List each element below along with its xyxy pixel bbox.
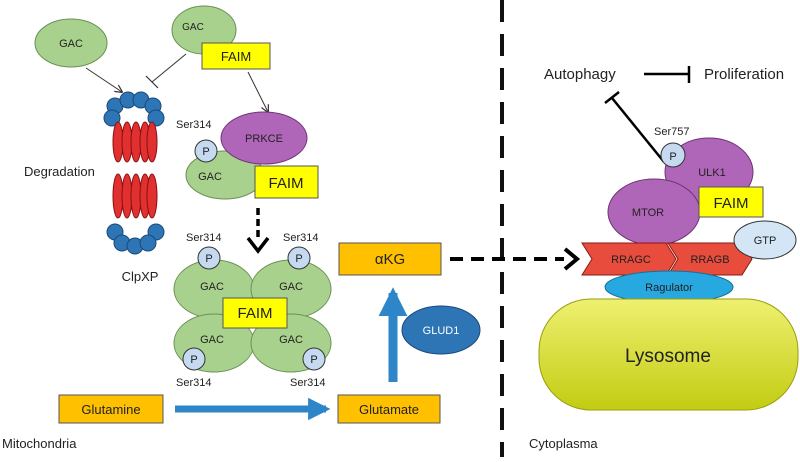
region-label-cytoplasma: Cytoplasma — [529, 436, 598, 451]
faim-right-label: FAIM — [713, 195, 748, 212]
inhibit-bar — [604, 91, 620, 104]
inhibit-faim-on-clpxp — [151, 53, 187, 83]
phospho-site — [197, 246, 221, 270]
ragulator-label: Ragulator — [645, 282, 693, 294]
mtor-protein: MTOR — [607, 178, 701, 246]
ser314-label: Ser314 — [176, 377, 211, 389]
glud1-enzyme: GLUD1 — [401, 305, 481, 355]
glud1-label: GLUD1 — [423, 325, 460, 337]
prkce-label: PRKCE — [245, 133, 283, 145]
gac-top-label: GAC — [182, 22, 204, 33]
gac-tetramer: GAC GAC GAC GAC FAIM P P P P Ser314 Ser3… — [173, 232, 332, 389]
region-label-mitochondria: Mitochondria — [2, 436, 77, 451]
ser314-label: Ser314 — [186, 232, 221, 244]
gac-faim-top: GAC FAIM — [171, 5, 271, 70]
prkce-gac-faim-complex: GAC PRKCE FAIM P Ser314 — [176, 111, 319, 200]
ser314-label: Ser314 — [176, 119, 211, 131]
proliferation-label: Proliferation — [704, 66, 784, 83]
phospho-p-label: P — [205, 253, 212, 265]
faim-top-label: FAIM — [221, 49, 251, 64]
arrowhead-akg-to-rrag — [563, 247, 581, 271]
clpxp-lower-ring — [112, 173, 158, 219]
mtor-label: MTOR — [632, 207, 664, 219]
phospho-site — [287, 246, 311, 270]
ragulator-complex: Ragulator — [604, 270, 734, 304]
faim-box-right: FAIM — [698, 186, 764, 218]
arrowhead-to-tetramer — [246, 236, 270, 254]
phospho-p-label: P — [190, 354, 197, 366]
ser314-label: Ser314 — [283, 232, 318, 244]
clpxp-top-cap — [103, 91, 165, 127]
degradation-label: Degradation — [24, 164, 95, 179]
phospho-p-label: P — [310, 354, 317, 366]
inhibit-bar — [145, 75, 159, 89]
ser314-label: Ser314 — [290, 377, 325, 389]
clpxp-upper-ring — [112, 121, 158, 163]
gac-complex-label: GAC — [198, 171, 222, 183]
tetramer-gac-2: GAC — [279, 281, 303, 293]
rragb-label: RRAGB — [690, 254, 729, 266]
rragc-label: RRAGC — [611, 254, 651, 266]
glutamine-box: Glutamine — [58, 394, 164, 424]
phospho-p-label: P — [202, 146, 209, 158]
phospho-p-label: P — [295, 253, 302, 265]
faim-complex-label: FAIM — [268, 175, 303, 192]
akg-box: αKG — [338, 242, 442, 276]
tetramer-gac-1: GAC — [200, 281, 224, 293]
gac-free-label: GAC — [59, 38, 83, 50]
phospho-site — [182, 347, 206, 371]
phospho-site — [302, 347, 326, 371]
tetramer-faim-label: FAIM — [237, 305, 272, 322]
clpxp-protease — [103, 91, 165, 255]
akg-label: αKG — [375, 251, 405, 268]
gtp-label: GTP — [754, 235, 777, 247]
lysosome-label: Lysosome — [625, 346, 711, 367]
glutamate-box: Glutamate — [337, 394, 441, 424]
gac-free: GAC — [34, 18, 108, 68]
arrow-to-prkce — [247, 71, 268, 112]
phospho-site — [660, 142, 686, 168]
autophagy-label: Autophagy — [544, 66, 616, 83]
clpxp-bottom-cap — [106, 223, 165, 255]
phospho-site — [194, 139, 218, 163]
ser757-label: Ser757 — [654, 126, 689, 138]
clpxp-label: ClpXP — [122, 269, 159, 284]
phospho-p-label: P — [669, 151, 676, 163]
glutamate-label: Glutamate — [359, 402, 419, 417]
inhibit-mtor-autophagy — [611, 97, 665, 163]
arrow-gac-to-clpxp — [85, 67, 122, 92]
rragc-protein: RRAGC — [581, 242, 677, 276]
gtp-molecule: GTP — [733, 220, 797, 260]
ulk1-label: ULK1 — [698, 167, 726, 179]
tetramer-gac-4: GAC — [279, 334, 303, 346]
tetramer-gac-3: GAC — [200, 334, 224, 346]
lysosome: Lysosome — [538, 298, 799, 411]
glutamine-label: Glutamine — [81, 402, 140, 417]
